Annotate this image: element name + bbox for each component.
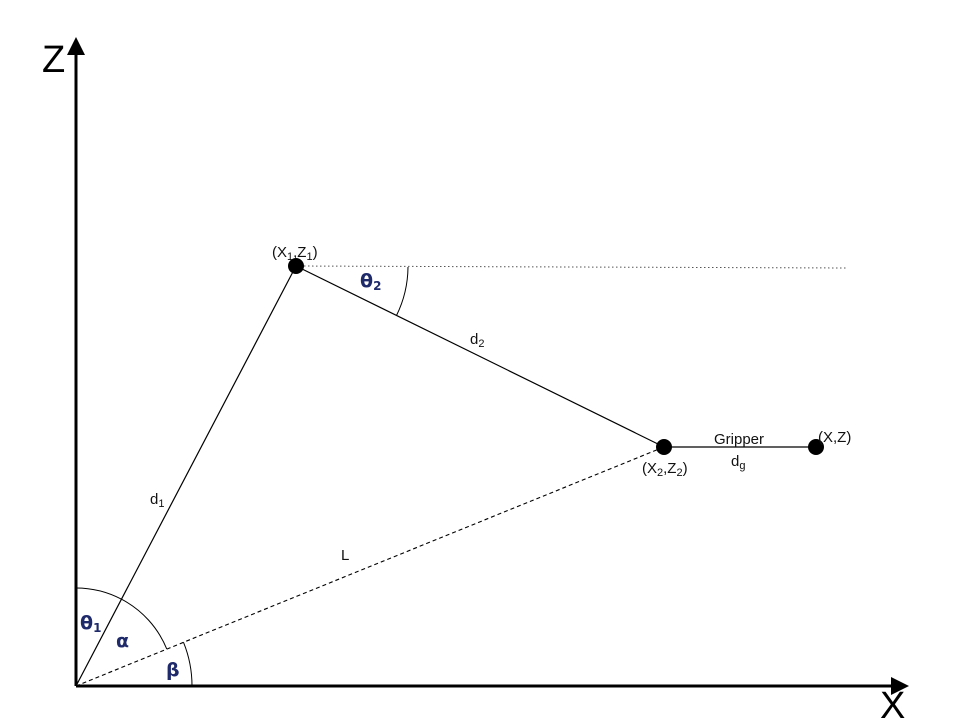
end-effector-label: (X,Z) (818, 429, 851, 446)
d1-label: d1 (150, 491, 164, 510)
theta1-label: θ1 (80, 612, 101, 635)
arc-alpha (121, 598, 168, 650)
arc-theta1 (75, 587, 122, 600)
dg-label: dg (731, 453, 745, 472)
gripper-label: Gripper (714, 431, 764, 448)
arc-theta2 (396, 266, 409, 316)
line-L (75, 446, 665, 687)
arc-beta (183, 642, 193, 687)
link-d1 (75, 265, 297, 687)
horizontal-reference-line (295, 265, 847, 269)
alpha-label: α (116, 630, 129, 652)
theta2-label: θ2 (360, 270, 381, 293)
d2-label: d2 (470, 331, 484, 350)
joint-2 (656, 439, 672, 455)
beta-label: β (166, 659, 180, 681)
link-d2 (295, 265, 665, 448)
joint-2-label: (X2,Z2) (642, 460, 688, 479)
end-effector-point (808, 439, 824, 455)
joint-1 (288, 258, 304, 274)
z-axis-label: Z (42, 39, 65, 81)
L-label: L (341, 547, 349, 564)
x-axis-label: X (880, 685, 905, 720)
joint-1-label: (X1,Z1) (272, 244, 318, 263)
